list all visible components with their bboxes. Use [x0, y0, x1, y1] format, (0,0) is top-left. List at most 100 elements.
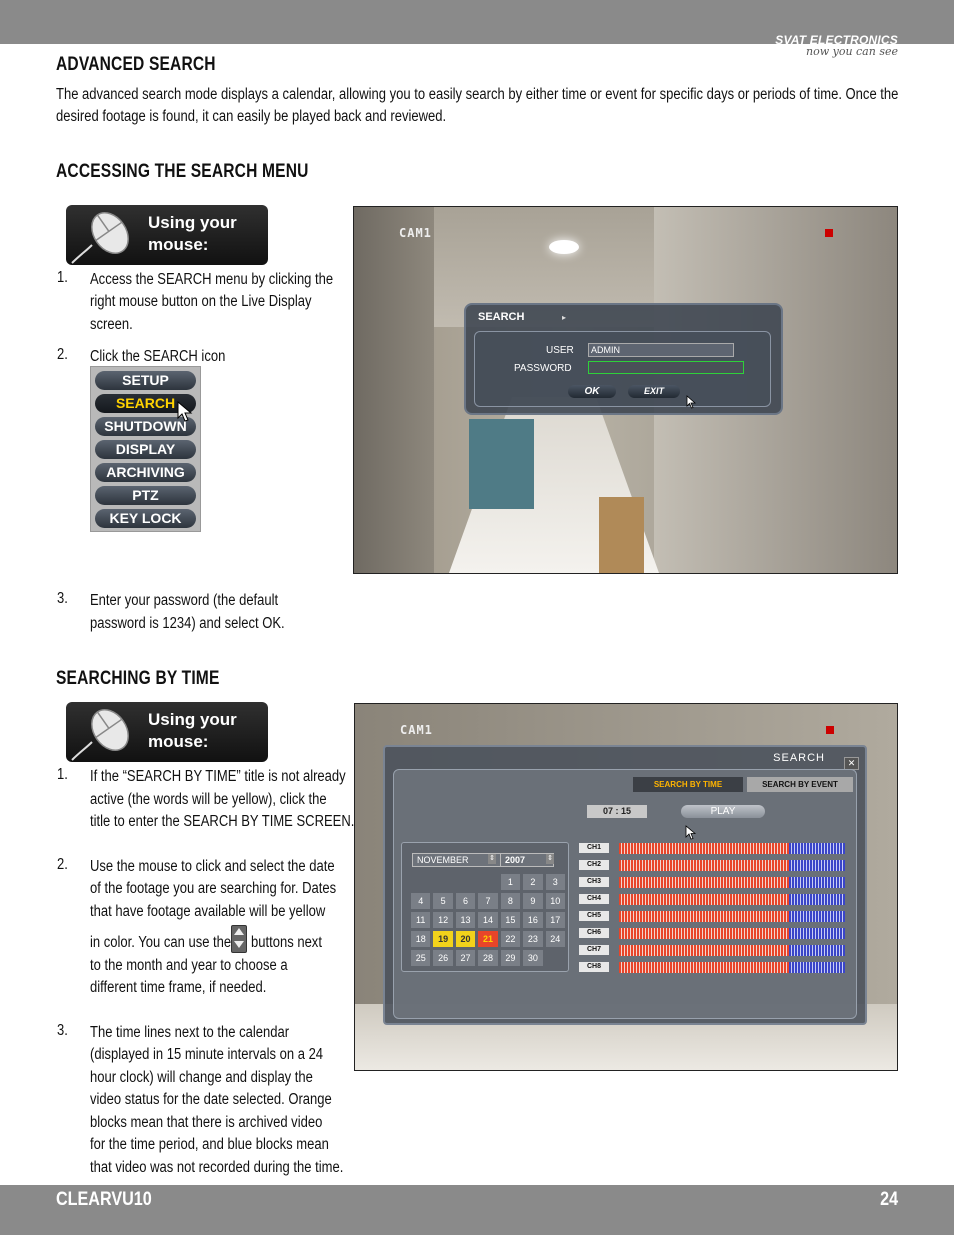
calendar-day[interactable]: 3 [545, 874, 565, 890]
timeline-archived[interactable] [619, 945, 845, 956]
calendar-day[interactable]: 16 [523, 912, 543, 928]
timeline-archived[interactable] [619, 962, 845, 973]
calendar-day[interactable]: 13 [455, 912, 476, 928]
calendar-day[interactable]: 25 [411, 950, 431, 966]
calendar-day[interactable]: 17 [545, 912, 565, 928]
time-step3-line2: (displayed in 15 minute intervals on a 2… [90, 1046, 324, 1063]
timeline-archived[interactable] [619, 843, 845, 854]
calendar-day[interactable]: 8 [500, 893, 521, 909]
calendar-day[interactable]: 1 [500, 874, 521, 890]
calendar-day[interactable]: 2 [523, 874, 543, 890]
time-field[interactable]: 07 : 15 [587, 805, 647, 818]
timeline-not-recorded[interactable] [789, 860, 845, 871]
mouse-label-2: mouse: [148, 732, 209, 751]
time-step1-line1: If the “SEARCH BY TIME” title is not alr… [90, 768, 346, 785]
calendar-day[interactable]: 11 [411, 912, 431, 928]
calendar-day[interactable]: 7 [478, 893, 498, 909]
ok-button[interactable]: OK [568, 385, 616, 398]
tab-search-by-time[interactable]: SEARCH BY TIME [633, 777, 743, 792]
timeline-not-recorded[interactable] [789, 843, 845, 854]
menu-item-archiving[interactable]: ARCHIVING [95, 463, 196, 482]
menu-item-setup[interactable]: SETUP [95, 371, 196, 390]
timeline-archived[interactable] [619, 877, 845, 888]
timeline-archived[interactable] [619, 860, 845, 871]
calendar-day[interactable]: 27 [455, 950, 476, 966]
channel-row: CH5 [579, 910, 851, 924]
timeline-not-recorded[interactable] [789, 945, 845, 956]
year-stepper-icon[interactable]: ⇕ [546, 854, 554, 864]
record-indicator [825, 229, 833, 237]
camera-label: CAM1 [399, 226, 432, 240]
menu-item-key-lock[interactable]: KEY LOCK [95, 509, 196, 528]
time-step3-line1: The time lines next to the calendar [90, 1024, 290, 1041]
timeline-archived[interactable] [619, 911, 845, 922]
channel-row: CH4 [579, 893, 851, 907]
timeline-not-recorded[interactable] [789, 911, 845, 922]
brand-tagline: now you can see [805, 45, 898, 58]
calendar-blank [478, 874, 497, 890]
mouse-label-2: mouse: [148, 235, 209, 254]
step-number: 3. [57, 1022, 68, 1039]
menu-item-ptz[interactable]: PTZ [95, 486, 196, 505]
menu-item-display[interactable]: DISPLAY [95, 440, 196, 459]
calendar-day[interactable]: 6 [455, 893, 476, 909]
play-button[interactable]: PLAY [681, 805, 765, 818]
calendar-day[interactable]: 24 [545, 931, 565, 947]
footer-model: CLEARVU10 [56, 1189, 152, 1210]
time-step3-line4: video status for the date selected. Oran… [90, 1091, 332, 1108]
calendar-blank [456, 874, 475, 890]
month-stepper-icon[interactable]: ⇕ [488, 854, 496, 864]
password-field[interactable] [588, 361, 744, 374]
menu-item-search[interactable]: SEARCH [95, 394, 196, 413]
calendar-day[interactable]: 19 [433, 931, 453, 947]
calendar-day[interactable]: 29 [500, 950, 521, 966]
step-number: 2. [57, 856, 68, 873]
menu-item-shutdown[interactable]: SHUTDOWN [95, 417, 196, 436]
channel-row: CH6 [579, 927, 851, 941]
calendar-day[interactable]: 5 [433, 893, 453, 909]
search-login-dialog: SEARCH ▸ USER ADMIN PASSWORD OK EXIT [464, 303, 783, 415]
time-step2-line3: that have footage available will be yell… [90, 903, 326, 920]
calendar-day[interactable]: 21 [478, 931, 498, 947]
timeline-not-recorded[interactable] [789, 877, 845, 888]
access-step1-line3: screen. [90, 316, 133, 333]
calendar-day[interactable]: 20 [455, 931, 476, 947]
exit-button[interactable]: EXIT [628, 385, 680, 398]
calendar-day[interactable]: 10 [545, 893, 565, 909]
page-number: 24 [880, 1189, 898, 1210]
screenshot-search-by-time: CAM1 SEARCH ✕ SEARCH BY TIME SEARCH BY E… [354, 703, 898, 1071]
timeline-not-recorded[interactable] [789, 894, 845, 905]
calendar-day[interactable]: 22 [500, 931, 521, 947]
time-step2-line6: different time frame, if needed. [90, 979, 267, 996]
calendar-day[interactable]: 28 [478, 950, 498, 966]
calendar-day[interactable]: 30 [523, 950, 543, 966]
month-field[interactable]: NOVEMBER [412, 853, 502, 867]
timeline-not-recorded[interactable] [789, 962, 845, 973]
search-panel: SEARCH ✕ SEARCH BY TIME SEARCH BY EVENT … [383, 745, 867, 1025]
calendar-day[interactable]: 23 [523, 931, 543, 947]
channel-row: CH1 [579, 842, 851, 856]
context-menu-image: SETUP SEARCH SHUTDOWN DISPLAY ARCHIVING … [90, 366, 201, 532]
calendar-day[interactable]: 9 [523, 893, 543, 909]
timeline-archived[interactable] [619, 894, 845, 905]
cursor-arrow-icon [686, 395, 696, 409]
calendar-day[interactable]: 18 [411, 931, 431, 947]
timeline-not-recorded[interactable] [789, 928, 845, 939]
channel-label: CH6 [579, 928, 609, 938]
calendar-day[interactable]: 12 [433, 912, 453, 928]
calendar-day[interactable]: 4 [411, 893, 431, 909]
calendar-blank [546, 950, 565, 966]
channel-label: CH7 [579, 945, 609, 955]
time-step3-line7: that video was not recorded during the t… [90, 1159, 344, 1176]
tab-search-by-event[interactable]: SEARCH BY EVENT [747, 777, 853, 792]
calendar-day[interactable]: 14 [478, 912, 498, 928]
calendar-day[interactable]: 15 [500, 912, 521, 928]
user-field[interactable]: ADMIN [588, 343, 734, 357]
timeline-archived[interactable] [619, 928, 845, 939]
calendar-day[interactable]: 26 [433, 950, 453, 966]
record-indicator [826, 726, 834, 734]
section-title-accessing: ACCESSING THE SEARCH MENU [56, 161, 309, 182]
mouse-badge: Using your mouse: [66, 702, 268, 762]
dialog-title: SEARCH [478, 311, 525, 323]
